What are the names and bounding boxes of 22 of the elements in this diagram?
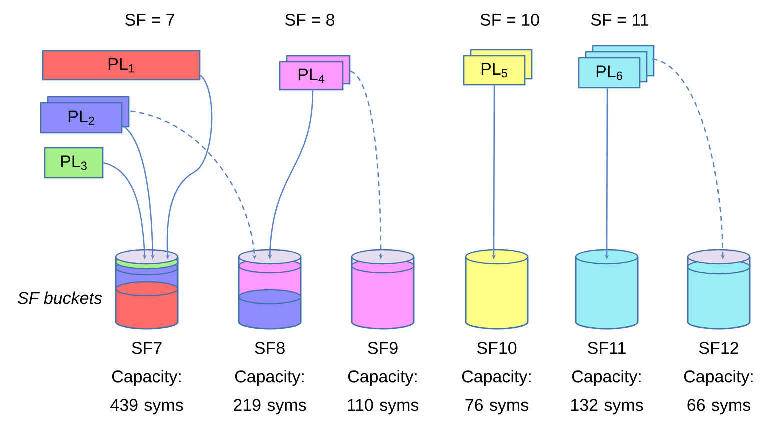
- group-heading: SF = 7: [126, 14, 174, 26]
- bucket-caption: SF11 Capacity: 132 syms: [571, 342, 644, 415]
- bucket-drawing: [465, 249, 529, 330]
- bucket-caption: SF7 Capacity: 439 syms: [110, 342, 184, 415]
- bucket-caption: SF9 Capacity: 110 syms: [348, 342, 419, 415]
- bucket-drawing: [115, 249, 179, 330]
- bucket-caption: SF12 Capacity: 66 syms: [684, 342, 753, 415]
- bucket-drawing: [575, 249, 639, 330]
- bucket-drawing: [687, 249, 751, 330]
- label-box: PL$_{1}$: [42, 50, 201, 81]
- bucket-caption: SF10 Capacity: 76 syms: [462, 342, 531, 415]
- group-heading: SF = 11: [591, 14, 649, 26]
- group-heading: SF = 8: [286, 14, 335, 26]
- stacked-box: PL$_{5}$: [463, 49, 533, 86]
- bucket-caption: SF8 Capacity: 219 syms: [234, 342, 306, 415]
- stacked-box: PL$_{6}$: [578, 45, 655, 89]
- label-box: PL$_{3}$: [44, 147, 104, 179]
- bucket-drawing: [351, 249, 415, 330]
- stacked-box: PL$_{4}$: [279, 55, 351, 91]
- group-heading: SF = 10: [480, 14, 540, 26]
- bucket-drawing: [238, 249, 302, 330]
- stacked-box: PL$_{2}$: [40, 96, 130, 134]
